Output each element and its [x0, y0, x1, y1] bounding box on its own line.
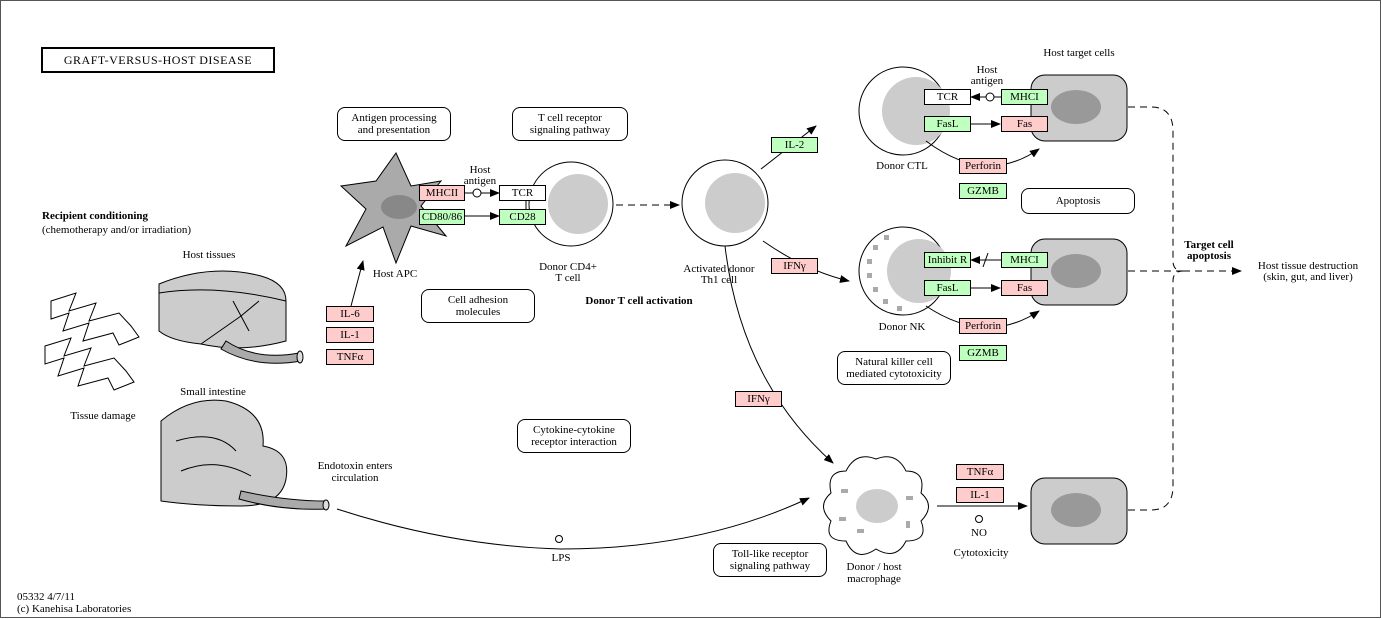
gene-mhci-ctl[interactable]: MHCI [1001, 89, 1048, 105]
tissue-damage-zigzag-icon [44, 292, 140, 391]
lps-label: LPS [551, 552, 571, 564]
footer-code: 05332 4/7/11 [17, 591, 75, 603]
host-antigen-ctl-label-2: antigen [970, 75, 1004, 87]
lps-node [555, 535, 563, 543]
target-apoptosis-label-2: apoptosis [1186, 250, 1232, 262]
donor-ctl-cell-icon [858, 66, 950, 156]
pathway-nk-cytotoxicity[interactable]: Natural killer cell mediated cytotoxicit… [837, 351, 951, 385]
gene-ifng-macrophage[interactable]: IFNγ [735, 391, 782, 407]
donor-ctl-label: Donor CTL [876, 160, 928, 172]
gene-cd28[interactable]: CD28 [499, 209, 546, 225]
endotoxin-label-2: circulation [331, 472, 379, 484]
host-apc-label: Host APC [372, 268, 418, 280]
donor-cd4-label-1: Donor CD4+ [539, 261, 597, 273]
host-destruction-label-1: Host tissue destruction [1257, 260, 1359, 272]
gene-tnfa-macrophage[interactable]: TNFα [956, 464, 1004, 480]
host-target-cell-macrophage-icon [1030, 477, 1128, 545]
activated-th1-label-1: Activated donor [683, 263, 755, 275]
host-antigen-apc-label-1: Host [469, 164, 491, 176]
gene-gzmb-ctl[interactable]: GZMB [959, 183, 1007, 199]
recipient-conditioning-detail: (chemotherapy and/or irradiation) [42, 224, 192, 236]
host-antigen-ctl-label-1: Host [976, 64, 998, 76]
macrophage-label-2: macrophage [847, 573, 901, 585]
donor-cd4-label-2: T cell [555, 272, 581, 284]
macrophage-label-1: Donor / host [846, 561, 902, 573]
gene-fasl-ctl[interactable]: FasL [924, 116, 971, 132]
host-target-cell-ctl-icon [1030, 74, 1128, 142]
gene-il6[interactable]: IL-6 [326, 306, 374, 322]
endotoxin-label-1: Endotoxin enters [317, 460, 393, 472]
footer-copyright: (c) Kanehisa Laboratories [17, 603, 132, 615]
pathway-antigen-processing[interactable]: Antigen processing and presentation [337, 107, 451, 141]
gene-il1-tissue[interactable]: IL-1 [326, 327, 374, 343]
host-target-cell-nk-icon [1030, 238, 1128, 306]
gene-ifng-nk[interactable]: IFNγ [771, 258, 818, 274]
pathway-cell-adhesion[interactable]: Cell adhesion molecules [421, 289, 535, 323]
host-tissues-icon [158, 270, 304, 364]
pathway-toll-like-receptor[interactable]: Toll-like receptor signaling pathway [713, 543, 827, 577]
gene-fas-nk[interactable]: Fas [1001, 280, 1048, 296]
pathway-cytokine-receptor[interactable]: Cytokine-cytokine receptor interaction [517, 419, 631, 453]
gene-cd80-86[interactable]: CD80/86 [419, 209, 465, 225]
recipient-conditioning-label: Recipient conditioning [42, 210, 149, 222]
gene-tcr-ctl[interactable]: TCR [924, 89, 971, 105]
gene-fasl-nk[interactable]: FasL [924, 280, 971, 296]
activated-th1-label-2: Th1 cell [700, 274, 738, 286]
gene-inhibit-r[interactable]: Inhibit R [924, 252, 971, 268]
donor-t-activation-label: Donor T cell activation [585, 295, 693, 307]
gene-perforin-ctl[interactable]: Perforin [959, 158, 1007, 174]
donor-nk-label: Donor NK [878, 321, 926, 333]
no-label: NO [971, 527, 987, 539]
gene-tnfa-tissue[interactable]: TNFα [326, 349, 374, 365]
donor-nk-cell-icon [858, 226, 951, 316]
host-destruction-label-2: (skin, gut, and liver) [1263, 271, 1353, 283]
gene-mhci-nk[interactable]: MHCI [1001, 252, 1048, 268]
diagram-title: GRAFT-VERSUS-HOST DISEASE [41, 47, 275, 73]
gene-tcr-cd4[interactable]: TCR [499, 185, 546, 201]
cytotoxicity-label: Cytotoxicity [953, 547, 1009, 559]
gene-perforin-nk[interactable]: Perforin [959, 318, 1007, 334]
host-antigen-apc-label-2: antigen [463, 175, 497, 187]
host-target-cells-label: Host target cells [1043, 47, 1115, 59]
macrophage-cell-icon [823, 456, 929, 555]
target-apoptosis-label-1: Target cell [1184, 239, 1234, 251]
gene-gzmb-nk[interactable]: GZMB [959, 345, 1007, 361]
small-intestine-icon [160, 399, 330, 511]
gene-il2[interactable]: IL-2 [771, 137, 818, 153]
pathway-tcr-signaling[interactable]: T cell receptor signaling pathway [512, 107, 628, 141]
host-tissues-label: Host tissues [182, 249, 236, 261]
tissue-damage-label: Tissue damage [70, 410, 136, 422]
donor-cd4-t-cell-icon [528, 161, 614, 247]
pathway-apoptosis[interactable]: Apoptosis [1021, 188, 1135, 214]
host-apc-cell-icon [339, 152, 448, 265]
small-intestine-label: Small intestine [180, 386, 246, 398]
no-node [975, 515, 983, 523]
gene-fas-ctl[interactable]: Fas [1001, 116, 1048, 132]
gene-il1-macrophage[interactable]: IL-1 [956, 487, 1004, 503]
activated-th1-cell-icon [681, 159, 769, 247]
gene-mhcii[interactable]: MHCII [419, 185, 465, 201]
